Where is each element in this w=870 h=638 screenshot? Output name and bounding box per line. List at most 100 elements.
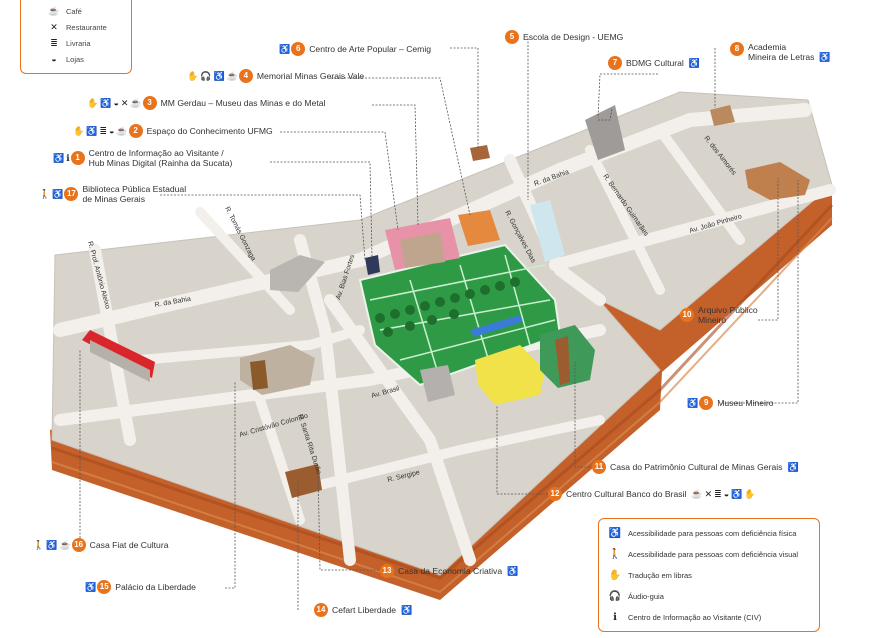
poi-name: Museu Mineiro xyxy=(717,398,774,408)
poi-name: MM Gerdau – Museu das Minas e do Metal xyxy=(160,98,326,108)
poi-10[interactable]: 10 Arquivo Público Mineiro xyxy=(680,305,762,325)
poi-name: Espaço do Conhecimento UFMG xyxy=(146,126,273,136)
poi-name: Centro de Informação ao Visitante / Hub … xyxy=(88,148,233,168)
poi-name: Biblioteca Pública Estadual de Minas Ger… xyxy=(82,184,187,204)
poi-number-badge: 11 xyxy=(592,460,606,474)
poi-number-badge: 8 xyxy=(730,42,744,56)
poi-3[interactable]: ✋♿◒✕☕ 3 MM Gerdau – Museu das Minas e do… xyxy=(86,96,329,110)
poi-name: Escola de Design - UEMG xyxy=(523,32,624,42)
cafe-icon: ☕ xyxy=(116,126,128,136)
poi-name: Academia Mineira de Letras xyxy=(748,42,815,62)
poi-name: Centro de Arte Popular – Cemig xyxy=(309,44,432,54)
shop-icon: ◒ xyxy=(723,489,730,499)
sign-language-icon: ✋ xyxy=(73,126,85,136)
poi-name: Palácio da Liberdade xyxy=(115,582,196,592)
legend-accessibility: ♿Acessibilidade para pessoas com deficiê… xyxy=(598,518,820,632)
poi-number-badge: 12 xyxy=(548,487,562,501)
poi-icons: ♿ xyxy=(688,58,701,68)
poi-icons: ♿ xyxy=(278,44,291,54)
poi-12[interactable]: 12 Centro Cultural Banco do Brasil ☕✕≣◒♿… xyxy=(548,487,757,501)
cafe-icon: ☕ xyxy=(226,71,238,81)
poi-11[interactable]: 11 Casa do Patrimônio Cultural de Minas … xyxy=(592,460,800,474)
poi-7[interactable]: 7 BDMG Cultural ♿ xyxy=(608,56,701,70)
poi-number-badge: 6 xyxy=(291,42,306,56)
legend-accessibility-row: 🚶Acessibilidade para pessoas com deficiê… xyxy=(608,549,799,560)
poi-number-badge: 10 xyxy=(680,308,694,322)
poi-number-badge: 17 xyxy=(64,187,79,201)
cafe-icon: ☕ xyxy=(691,489,703,499)
sign-language-icon: ✋ xyxy=(608,570,622,581)
poi-name: Casa da Economia Criativa xyxy=(398,566,503,576)
poi-name: Memorial Minas Gerais Vale xyxy=(256,71,365,81)
wheelchair-icon: ♿ xyxy=(279,44,291,54)
poi-9[interactable]: ♿ 9 Museu Mineiro xyxy=(686,396,778,410)
poi-2[interactable]: ✋♿≣◒☕ 2 Espaço do Conhecimento UFMG xyxy=(72,124,277,138)
poi-4[interactable]: ✋🎧♿☕ 4 Memorial Minas Gerais Vale xyxy=(186,69,368,83)
poi-5[interactable]: 5 Escola de Design - UEMG xyxy=(505,30,627,44)
visual-impairment-icon: 🚶 xyxy=(33,540,45,550)
shop-icon: ◒ xyxy=(51,54,57,64)
terrain-soil-stripe xyxy=(51,203,834,580)
poi-name: BDMG Cultural xyxy=(626,58,684,68)
legend-amenity-row: ≣Livraria xyxy=(47,35,131,51)
legend-amenity-row: ✕Restaurante xyxy=(47,19,131,35)
bookstore-icon: ≣ xyxy=(50,37,58,48)
wheelchair-icon: ♿ xyxy=(687,398,699,408)
leader-lines xyxy=(79,38,799,610)
wheelchair-icon: ♿ xyxy=(46,540,58,550)
sign-language-icon: ✋ xyxy=(744,489,756,499)
wheelchair-icon: ♿ xyxy=(401,605,413,615)
restaurant-icon: ✕ xyxy=(704,489,713,499)
wheelchair-icon: ♿ xyxy=(213,71,225,81)
poi-8[interactable]: 8 Academia Mineira de Letras ♿ xyxy=(730,42,832,62)
roads xyxy=(53,103,836,566)
wheelchair-icon: ♿ xyxy=(507,566,519,576)
poi-6[interactable]: ♿ 6 Centro de Arte Popular – Cemig xyxy=(278,42,435,56)
poi-name: Arquivo Público Mineiro xyxy=(698,305,758,325)
sign-language-icon: ✋ xyxy=(87,98,99,108)
poi-name: Cefart Liberdade xyxy=(332,605,397,615)
poi-icons: ♿ xyxy=(686,398,699,408)
poi-16[interactable]: 🚶♿☕ 16 Casa Fiat de Cultura xyxy=(32,538,172,552)
poi-number-badge: 7 xyxy=(608,56,622,70)
sign-language-icon: ✋ xyxy=(187,71,199,81)
wheelchair-icon: ♿ xyxy=(819,52,831,62)
park-pond xyxy=(470,315,522,337)
poi-17[interactable]: 🚶♿ 17 Biblioteca Pública Estadual de Min… xyxy=(38,184,190,204)
poi-number-badge: 15 xyxy=(97,580,112,594)
visual-impairment-icon: 🚶 xyxy=(608,549,622,560)
poi-13[interactable]: 13 Casa da Economia Criativa ♿ xyxy=(380,564,519,578)
legend-accessibility-row: ♿Acessibilidade para pessoas com deficiê… xyxy=(608,528,797,539)
audio-guide-icon: 🎧 xyxy=(608,591,622,602)
poi-name: Casa do Patrimônio Cultural de Minas Ger… xyxy=(610,462,783,472)
cafe-icon: ☕ xyxy=(59,540,71,550)
poi-icons: ✋🎧♿☕ xyxy=(186,71,239,81)
poi-icons: ☕✕≣◒♿✋ xyxy=(690,489,756,499)
poi-icons: ✋♿◒✕☕ xyxy=(86,98,143,108)
wheelchair-icon: ♿ xyxy=(85,582,97,592)
wheelchair-icon: ♿ xyxy=(688,58,700,68)
cafe-icon: ☕ xyxy=(130,98,142,108)
info-icon: ℹ xyxy=(613,612,617,623)
shop-icon: ◒ xyxy=(108,126,115,136)
poi-number-badge: 14 xyxy=(314,603,328,617)
poi-icons: ✋♿≣◒☕ xyxy=(72,126,129,136)
poi-14[interactable]: 14 Cefart Liberdade ♿ xyxy=(314,603,413,617)
poi-icons: ♿ xyxy=(818,52,831,62)
buildings xyxy=(82,105,810,498)
wheelchair-icon: ♿ xyxy=(100,98,112,108)
wheelchair-icon: ♿ xyxy=(787,462,799,472)
poi-1[interactable]: ♿ℹ 1 Centro de Informação ao Visitante /… xyxy=(52,148,236,168)
poi-icons: 🚶♿☕ xyxy=(32,540,72,550)
poi-15[interactable]: ♿ 15 Palácio da Liberdade xyxy=(84,580,200,594)
poi-icons: ♿ xyxy=(84,582,97,592)
legend-amenities: ☕Café ✕Restaurante ≣Livraria ◒Lojas xyxy=(20,0,132,74)
poi-number-badge: 9 xyxy=(699,396,714,410)
bookstore-icon: ≣ xyxy=(714,489,722,499)
poi-icons: 🚶♿ xyxy=(38,189,64,199)
legend-amenity-row: ☕Café xyxy=(48,5,82,16)
audio-guide-icon: 🎧 xyxy=(200,71,212,81)
wheelchair-icon: ♿ xyxy=(52,189,64,199)
